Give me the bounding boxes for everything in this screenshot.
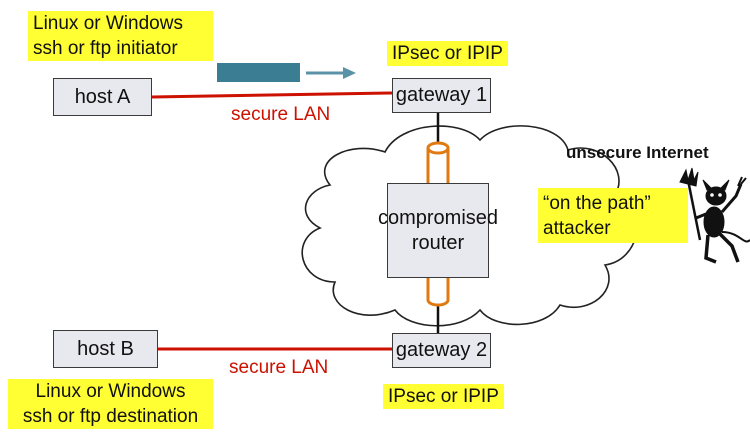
lan-label-top: secure LAN xyxy=(231,104,331,125)
host-b-box: host B xyxy=(53,330,158,368)
router-box: compromised router xyxy=(378,183,498,278)
right-arrow-icon xyxy=(306,67,356,79)
note-attacker: “on the path” attacker xyxy=(538,188,688,243)
packet-rectangle xyxy=(217,63,300,82)
note-host-a: Linux or Windows ssh or ftp initiator xyxy=(28,11,213,61)
host-a-box: host A xyxy=(53,78,152,116)
gateway-1-box: gateway 1 xyxy=(392,78,491,113)
note-gateway-2: IPsec or IPIP xyxy=(383,384,504,409)
internet-label: unsecure Internet xyxy=(566,143,709,162)
note-host-b: Linux or Windows ssh or ftp destination xyxy=(8,379,213,429)
gateway-2-box: gateway 2 xyxy=(392,333,491,368)
devil-icon xyxy=(679,167,750,264)
note-gateway-1: IPsec or IPIP xyxy=(387,41,508,66)
lan-label-bottom: secure LAN xyxy=(229,357,329,378)
lan-line-top xyxy=(151,91,393,99)
